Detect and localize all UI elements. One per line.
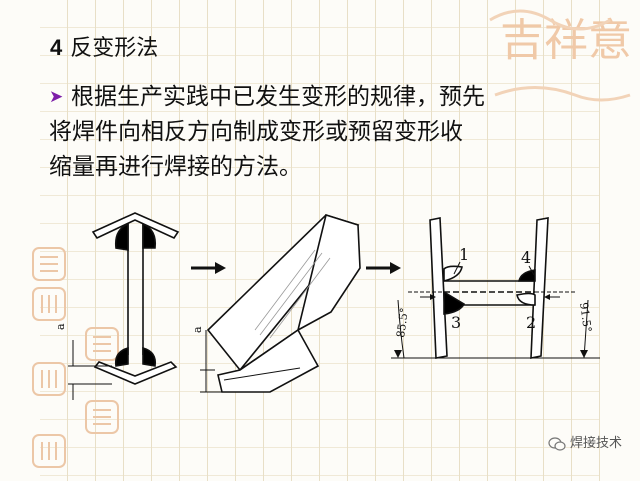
weld-bead: [142, 346, 157, 367]
bullet-line-3: 缩量再进行焊接的方法。: [49, 154, 302, 180]
bullet-line-2: 将焊件向相反方向制成变形或预留变形收: [49, 119, 463, 145]
process-arrow-2: [366, 262, 401, 274]
stamp-decoration: [32, 287, 66, 321]
stamp-decoration: [32, 434, 66, 468]
page-title: 4 反变形法: [50, 30, 158, 62]
section-title: 反变形法: [70, 36, 159, 61]
seal-decoration: 吉祥意: [489, 9, 632, 102]
weld-bead: [443, 290, 466, 315]
weld-number-4: 4: [521, 248, 531, 267]
section-number: 4: [50, 35, 63, 60]
figure-i-beam-welded: [391, 217, 600, 359]
dim-label-a-right: a: [191, 326, 204, 333]
weld-bead: [142, 222, 157, 249]
watermark: 焊接技术: [548, 432, 622, 451]
weld-number-1: 1: [459, 245, 469, 264]
watermark-text: 焊接技术: [569, 436, 622, 451]
angle-label-left: 85.5°: [394, 307, 411, 339]
weld-bead: [114, 346, 129, 367]
stamp-decoration: [32, 247, 66, 281]
weld-number-2: 2: [526, 313, 536, 332]
weld-number-3: 3: [451, 313, 461, 332]
stamp-decoration: [85, 400, 119, 434]
process-arrow-1: [191, 262, 226, 274]
figure-reverse-deformation-beam: [68, 212, 180, 400]
wechat-icon: [548, 436, 566, 451]
dim-label-a-left: a: [54, 323, 67, 330]
bullet-line-1: 根据生产实践中已发生变形的规律，预先: [71, 84, 485, 110]
figure-prebent-plate: [200, 213, 361, 393]
stamp-decoration: [85, 327, 119, 361]
bullet-arrow-icon: ➤: [49, 87, 64, 107]
angle-label-right: 91.5°: [577, 302, 594, 334]
bullet-paragraph: ➤ 根据生产实践中已发生变形的规律，预先 将焊件向相反方向制成变形或预留变形收 …: [49, 80, 589, 185]
stamp-decoration: [32, 362, 66, 396]
seal-char-ji: 吉祥意: [500, 15, 632, 66]
